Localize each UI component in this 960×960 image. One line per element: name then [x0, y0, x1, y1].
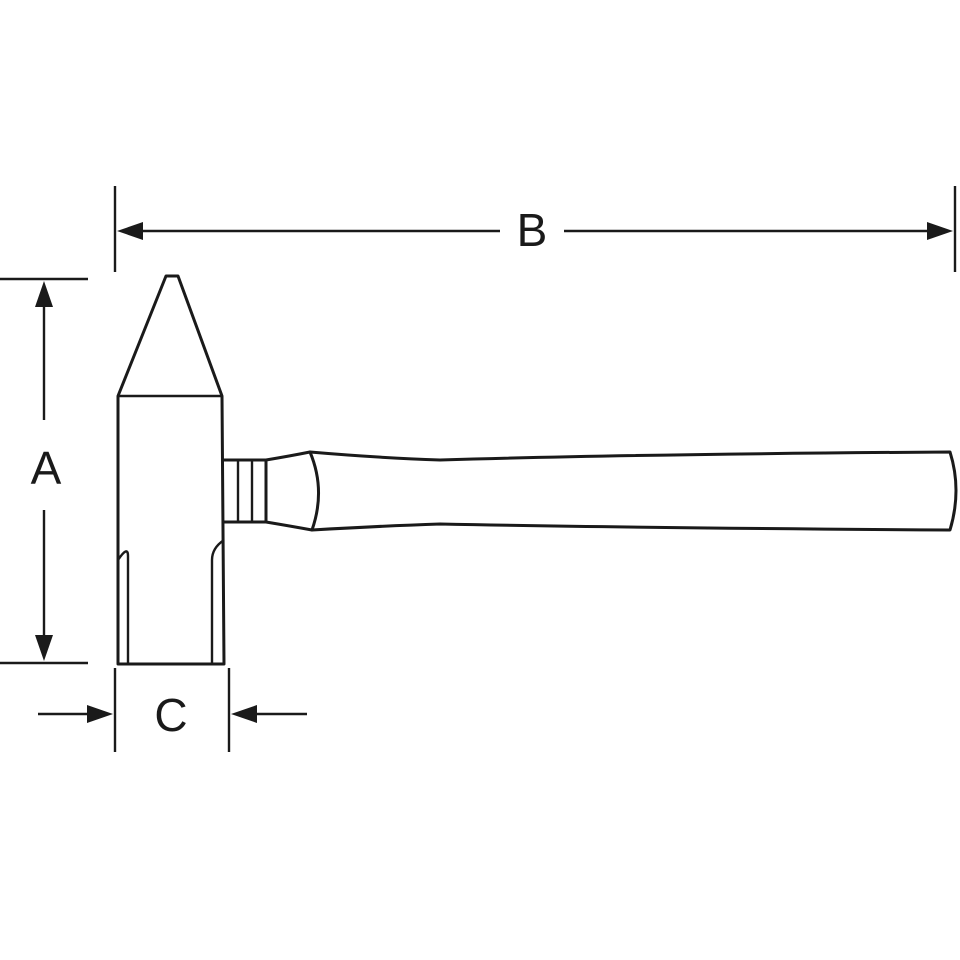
dim-b-arrow-right: [927, 222, 953, 240]
dim-a-arrow-down: [35, 635, 53, 661]
dim-a-arrow-up: [35, 281, 53, 307]
dim-c-arrow-right: [231, 705, 257, 723]
hammer-handle: [222, 450, 958, 532]
handle-neck: [264, 450, 320, 532]
hammer-head: [116, 274, 226, 666]
head-right-bevel: [210, 539, 225, 664]
dim-c-label: C: [154, 689, 187, 741]
dimension-a: A: [0, 277, 88, 665]
dimension-b: B: [113, 186, 957, 272]
dim-c-arrow-left: [87, 705, 113, 723]
dim-a-label: A: [31, 442, 62, 494]
head-left-bevel: [117, 550, 130, 664]
dim-b-arrow-left: [117, 222, 143, 240]
handle-grip: [308, 450, 958, 532]
dim-b-label: B: [517, 204, 548, 256]
dimension-c: C: [38, 668, 307, 752]
head-outline: [116, 274, 226, 666]
handle-ferrule: [222, 458, 268, 524]
